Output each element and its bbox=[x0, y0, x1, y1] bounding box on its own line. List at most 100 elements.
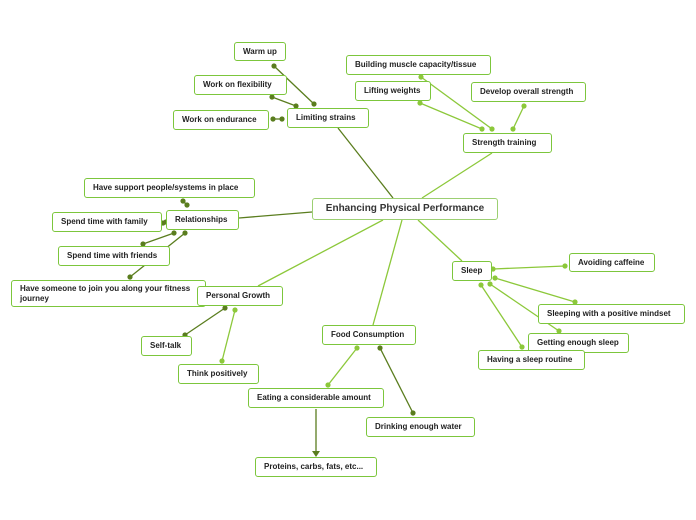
connector-spend-friends-end-dot bbox=[171, 230, 177, 236]
node-relationships-label: Relationships bbox=[175, 215, 228, 224]
node-personal-growth[interactable]: Personal Growth bbox=[197, 286, 283, 306]
connector-endurance-end-dot bbox=[279, 116, 285, 122]
connector-sleep-routine-line bbox=[480, 284, 523, 348]
connector-think-positively-line bbox=[221, 309, 236, 362]
node-fitness-journey-partner-label: Have someone to join you along your fitn… bbox=[20, 283, 191, 303]
connector-proteins-arrowhead bbox=[312, 451, 320, 457]
connector-fitness-journey-start-dot bbox=[127, 274, 133, 280]
node-avoiding-caffeine-label: Avoiding caffeine bbox=[578, 257, 645, 267]
connector-self-talk-line bbox=[184, 307, 226, 336]
node-building-muscle-capacity[interactable]: Building muscle capacity/tissue bbox=[346, 55, 491, 75]
connector-enough-sleep-start-dot bbox=[487, 281, 493, 287]
connector-overall-strength-end-dot bbox=[510, 126, 516, 132]
node-limiting-strains[interactable]: Limiting strains bbox=[287, 108, 369, 128]
node-develop-overall-strength-label: Develop overall strength bbox=[480, 87, 574, 96]
node-sleep[interactable]: Sleep bbox=[452, 261, 492, 281]
node-relationships[interactable]: Relationships bbox=[166, 210, 239, 230]
node-proteins-carbs-fats[interactable]: Proteins, carbs, fats, etc... bbox=[255, 457, 377, 477]
node-eating-considerable-amount[interactable]: Eating a considerable amount bbox=[248, 388, 384, 408]
connector-self-talk-start-dot bbox=[222, 305, 228, 311]
connector-drinking-water-end-dot bbox=[410, 410, 416, 416]
node-lifting-weights-label: Lifting weights bbox=[364, 86, 421, 95]
connector-support-people-end-dot bbox=[184, 202, 190, 208]
node-lifting-weights[interactable]: Lifting weights bbox=[355, 81, 431, 101]
connector-think-positively-end-dot bbox=[219, 358, 225, 364]
connector-sleep-routine-start-dot bbox=[478, 282, 484, 288]
node-work-on-flexibility-label: Work on flexibility bbox=[203, 80, 272, 89]
connector-center-relationships bbox=[238, 211, 313, 219]
connector-fitness-journey-end-dot bbox=[182, 230, 188, 236]
node-sleep-label: Sleep bbox=[461, 266, 483, 275]
node-avoiding-caffeine[interactable]: Avoiding caffeine bbox=[569, 253, 655, 272]
connector-endurance-start-dot bbox=[270, 116, 276, 122]
connector-flexibility-line bbox=[271, 96, 297, 107]
connector-lifting-weights-line bbox=[419, 102, 483, 130]
node-spend-time-family-label: Spend time with family bbox=[61, 217, 148, 226]
connector-enough-sleep-end-dot bbox=[556, 328, 562, 334]
central-topic[interactable]: Enhancing Physical Performance bbox=[312, 198, 498, 220]
node-positive-mindset-sleep-label: Sleeping with a positive mindset bbox=[547, 309, 671, 318]
node-food-consumption-label: Food Consumption bbox=[331, 330, 405, 339]
node-eating-considerable-amount-label: Eating a considerable amount bbox=[257, 393, 371, 402]
node-work-on-endurance[interactable]: Work on endurance bbox=[173, 110, 269, 130]
node-proteins-carbs-fats-label: Proteins, carbs, fats, etc... bbox=[264, 462, 364, 471]
node-spend-time-friends[interactable]: Spend time with friends bbox=[58, 246, 170, 266]
node-building-muscle-capacity-label: Building muscle capacity/tissue bbox=[355, 60, 477, 69]
connector-eating-amount-line bbox=[327, 347, 358, 386]
connector-drinking-water-start-dot bbox=[377, 345, 383, 351]
connector-building-muscle-start-dot bbox=[418, 74, 424, 80]
central-topic-label: Enhancing Physical Performance bbox=[325, 203, 485, 214]
node-spend-time-friends-label: Spend time with friends bbox=[67, 251, 158, 260]
node-fitness-journey-partner[interactable]: Have someone to join you along your fitn… bbox=[11, 280, 206, 307]
node-strength-training-label: Strength training bbox=[472, 138, 537, 147]
connector-positive-mindset-line bbox=[494, 277, 576, 303]
connector-flexibility-start-dot bbox=[269, 94, 275, 100]
connector-avoiding-caffeine-end-dot bbox=[562, 263, 568, 269]
connector-positive-mindset-start-dot bbox=[492, 275, 498, 281]
node-support-people-label: Have support people/systems in place bbox=[93, 183, 239, 192]
connector-spend-friends-start-dot bbox=[140, 241, 146, 247]
connector-center-food-consumption bbox=[372, 219, 403, 326]
connector-drinking-water-line bbox=[379, 347, 414, 414]
connector-positive-mindset-end-dot bbox=[572, 299, 578, 305]
node-think-positively-label: Think positively bbox=[187, 369, 248, 378]
connector-center-sleep bbox=[417, 219, 463, 262]
node-getting-enough-sleep[interactable]: Getting enough sleep bbox=[528, 333, 629, 353]
connector-eating-amount-end-dot bbox=[325, 382, 331, 388]
node-personal-growth-label: Personal Growth bbox=[206, 291, 271, 300]
connector-support-people-start-dot bbox=[180, 198, 186, 204]
node-drinking-enough-water[interactable]: Drinking enough water bbox=[366, 417, 475, 437]
node-spend-time-family[interactable]: Spend time with family bbox=[52, 212, 162, 232]
node-positive-mindset-sleep[interactable]: Sleeping with a positive mindset bbox=[538, 304, 685, 324]
connector-lifting-weights-end-dot bbox=[479, 126, 485, 132]
node-self-talk[interactable]: Self-talk bbox=[141, 336, 192, 356]
connector-sleep-routine-end-dot bbox=[519, 344, 525, 350]
node-self-talk-label: Self-talk bbox=[150, 341, 182, 350]
node-think-positively[interactable]: Think positively bbox=[178, 364, 259, 384]
connector-flexibility-end-dot bbox=[293, 103, 299, 109]
connector-warm-up-start-dot bbox=[271, 63, 277, 69]
node-work-on-flexibility[interactable]: Work on flexibility bbox=[194, 75, 287, 95]
connector-overall-strength-start-dot bbox=[521, 103, 527, 109]
connector-overall-strength-line bbox=[512, 105, 525, 130]
node-warm-up-label: Warm up bbox=[243, 46, 277, 56]
node-food-consumption[interactable]: Food Consumption bbox=[322, 325, 416, 345]
connector-center-strength-training bbox=[421, 152, 493, 199]
connector-warm-up-end-dot bbox=[311, 101, 317, 107]
connector-eating-amount-start-dot bbox=[354, 345, 360, 351]
node-warm-up[interactable]: Warm up bbox=[234, 42, 286, 61]
connector-center-personal-growth bbox=[257, 219, 384, 287]
connector-lifting-weights-start-dot bbox=[417, 100, 423, 106]
node-sleep-routine[interactable]: Having a sleep routine bbox=[478, 350, 585, 370]
connector-spend-friends-line bbox=[142, 232, 175, 245]
node-strength-training[interactable]: Strength training bbox=[463, 133, 552, 153]
node-drinking-enough-water-label: Drinking enough water bbox=[375, 422, 462, 431]
node-develop-overall-strength[interactable]: Develop overall strength bbox=[471, 82, 586, 102]
node-sleep-routine-label: Having a sleep routine bbox=[487, 355, 573, 364]
connector-think-positively-start-dot bbox=[232, 307, 238, 313]
connector-building-muscle-line bbox=[420, 76, 493, 130]
connector-avoiding-caffeine-line bbox=[492, 265, 566, 270]
node-limiting-strains-label: Limiting strains bbox=[296, 113, 356, 122]
node-support-people[interactable]: Have support people/systems in place bbox=[84, 178, 255, 198]
